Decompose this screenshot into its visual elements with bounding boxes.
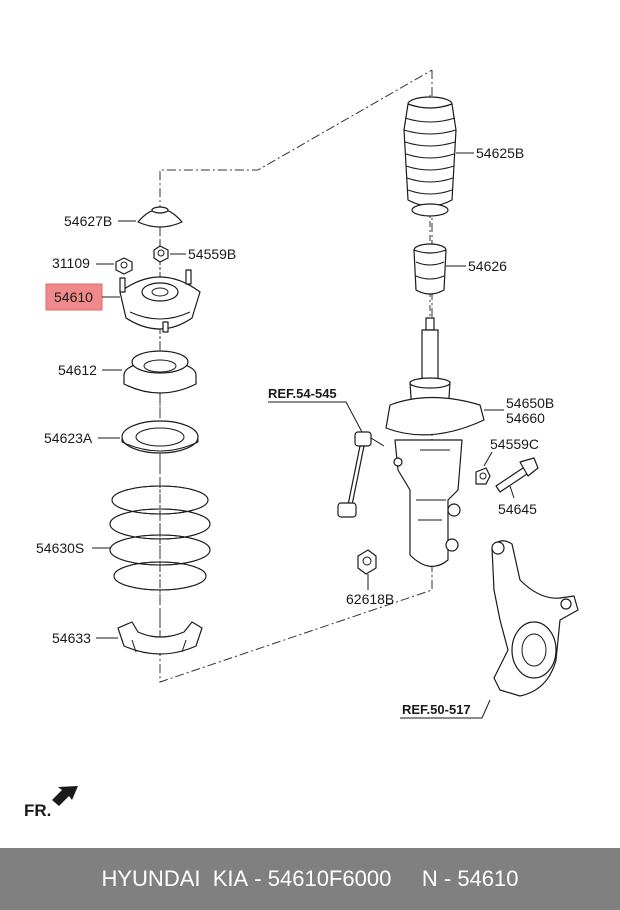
- highlight-box-54610: [45, 283, 103, 311]
- label-54625B: 54625B: [476, 145, 524, 161]
- nut-31109[interactable]: [115, 257, 133, 275]
- ref-label-54-545: REF.54-545: [268, 386, 337, 401]
- label-54633: 54633: [52, 630, 91, 646]
- label-54630S: 54630S: [36, 540, 84, 556]
- footer-brand: HYUNDAI KIA: [101, 866, 249, 891]
- dust-boot-54625B[interactable]: [403, 96, 457, 217]
- strut-assembly-54650B[interactable]: [385, 317, 485, 567]
- front-arrow-icon: [52, 786, 78, 806]
- bolt-54645[interactable]: [495, 457, 539, 493]
- label-54627B: 54627B: [64, 213, 112, 229]
- label-54610: 54610: [54, 289, 93, 305]
- label-62618B: 62618B: [346, 591, 394, 607]
- footer-separator: -: [248, 866, 268, 891]
- footer-spacer: [391, 866, 422, 892]
- bearing-54612[interactable]: [123, 350, 197, 394]
- footer-n-value: 54610: [457, 866, 519, 891]
- strut-insulator-54610[interactable]: [119, 269, 201, 333]
- cap-54627B[interactable]: [137, 206, 183, 228]
- stabilizer-link[interactable]: [337, 431, 385, 518]
- part-number-footer: HYUNDAI KIA - 54610F6000 N - 54610: [0, 848, 620, 910]
- label-54645: 54645: [498, 501, 537, 517]
- bump-stopper-54626[interactable]: [413, 243, 447, 295]
- label-54626: 54626: [468, 258, 507, 274]
- coil-spring-54630S[interactable]: [109, 485, 211, 591]
- label-54623A: 54623A: [44, 430, 93, 446]
- label-54559B: 54559B: [188, 246, 236, 262]
- front-label: FR.: [24, 801, 51, 820]
- label-54559C: 54559C: [490, 436, 539, 452]
- label-54660: 54660: [506, 410, 545, 426]
- footer-n-prefix: N -: [421, 866, 458, 891]
- nut-54559C[interactable]: [475, 467, 491, 485]
- nut-54559B[interactable]: [153, 245, 169, 263]
- label-54612: 54612: [58, 362, 97, 378]
- exploded-parts-diagram: 54625B 54626 54650B 54660 54559C 54645: [24, 69, 579, 820]
- label-31109: 31109: [52, 255, 90, 271]
- steering-knuckle[interactable]: [491, 540, 579, 697]
- label-54650B: 54650B: [506, 395, 554, 411]
- spring-pad-54623A[interactable]: [121, 420, 199, 454]
- footer-part-number: 54610F6000: [267, 866, 392, 891]
- nut-62618B[interactable]: [357, 549, 377, 575]
- ref-label-50-517: REF.50-517: [402, 702, 471, 717]
- front-direction-indicator: FR.: [24, 786, 78, 820]
- lower-spring-pad-54633[interactable]: [117, 621, 203, 655]
